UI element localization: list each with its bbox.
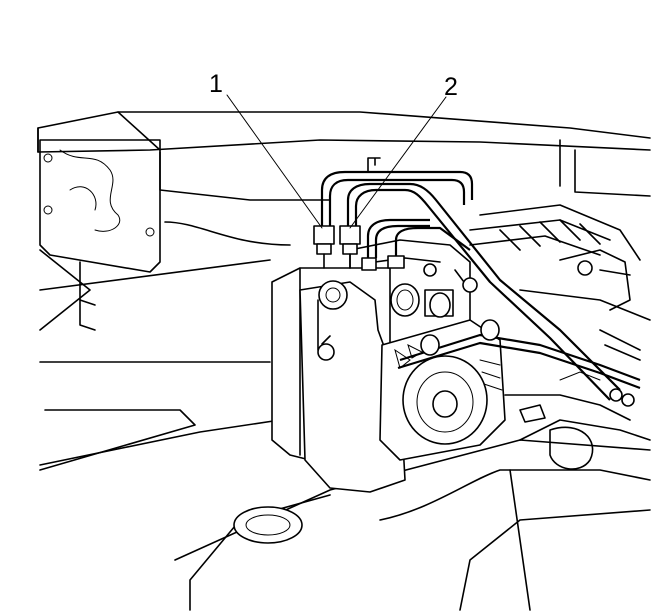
fitting-2 xyxy=(339,225,361,245)
brake-pipes xyxy=(320,157,641,401)
frame-hole xyxy=(233,506,303,544)
callout-label-1: 1 xyxy=(209,70,223,98)
electrical-connector xyxy=(390,263,478,321)
callout-leaders xyxy=(226,94,447,229)
abs-modulator xyxy=(271,239,471,493)
leader-line-1 xyxy=(226,94,323,229)
callout-label-2: 2 xyxy=(444,73,458,101)
bracket-bolt xyxy=(317,343,335,361)
right-side-components xyxy=(469,204,651,423)
bracket-top-left xyxy=(39,139,161,331)
pump-motor xyxy=(379,319,506,461)
brake-pipe-fittings xyxy=(313,225,405,271)
fitting-1 xyxy=(313,225,335,245)
leader-line-2 xyxy=(349,96,447,229)
